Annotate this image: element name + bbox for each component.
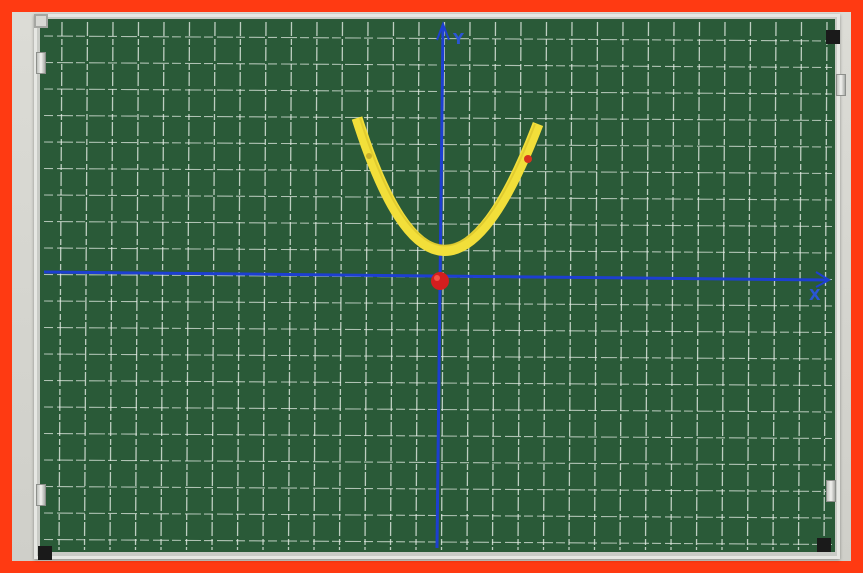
grid-line-vertical: [670, 21, 675, 551]
grid-line-vertical: [287, 21, 293, 551]
grid-line-vertical: [109, 21, 114, 551]
grid-line-vertical: [211, 21, 216, 551]
magnet-vertex: [431, 272, 449, 290]
grid-line-vertical: [466, 21, 471, 551]
corner-bracket-top-right: [826, 30, 840, 44]
grid-line-horizontal: [43, 114, 833, 122]
grid-line-vertical: [313, 21, 318, 551]
wall-clip-bottom-right: [826, 480, 836, 502]
grid-line-horizontal: [43, 167, 833, 175]
wall-clip-top-right: [836, 74, 846, 96]
grid-line-horizontal: [43, 485, 833, 493]
grid-line-vertical: [568, 21, 573, 551]
grid-line-vertical: [772, 21, 777, 551]
magnet-highlight: [434, 275, 440, 281]
grid-line-horizontal: [43, 406, 833, 413]
grid-line-vertical: [823, 21, 828, 551]
grid-line-vertical: [160, 21, 165, 551]
grid-line-horizontal: [43, 432, 833, 440]
grid-line-vertical: [491, 21, 497, 551]
grid-line-vertical: [440, 21, 446, 551]
magnet-right: [524, 155, 532, 163]
grid-line-vertical: [58, 21, 63, 551]
parabola-strip: [351, 116, 544, 256]
grid-line-horizontal: [43, 35, 833, 42]
grid-line-horizontal: [43, 141, 833, 148]
wall-clip-top-left: [36, 52, 46, 74]
grid-line-vertical: [338, 21, 344, 551]
grid-line-vertical: [746, 21, 752, 551]
grid-line-horizontal: [43, 88, 833, 95]
grid-line-vertical: [721, 21, 726, 551]
grid-line-horizontal: [43, 459, 833, 466]
grid-lines: [43, 21, 833, 551]
grid-line-vertical: [644, 21, 650, 551]
grid-line-vertical: [517, 21, 522, 551]
grid-line-vertical: [619, 21, 624, 551]
grid-line-vertical: [695, 21, 701, 551]
grid-line-horizontal: [43, 194, 833, 201]
grid-line-horizontal: [43, 538, 833, 546]
grid-line-vertical: [83, 21, 89, 551]
magnet-left: [366, 153, 372, 159]
grid-line-vertical: [593, 21, 599, 551]
corner-bracket-bottom-left: [38, 546, 52, 560]
grid-line-vertical: [262, 21, 267, 551]
grid-line-horizontal: [43, 353, 833, 360]
grid-line-vertical: [134, 21, 140, 551]
grid-line-vertical: [389, 21, 395, 551]
grid-line-vertical: [236, 21, 242, 551]
grid-line-vertical: [185, 21, 191, 551]
grid-line-horizontal: [43, 220, 833, 228]
grid-line-horizontal: [43, 512, 833, 519]
grid-line-vertical: [364, 21, 369, 551]
grid-line-horizontal: [43, 326, 833, 334]
grid-line-horizontal: [43, 61, 833, 69]
y-axis-label: Y: [453, 30, 464, 48]
x-axis-arrow: [815, 271, 832, 288]
grid-line-horizontal: [43, 300, 833, 307]
grid-line-vertical: [415, 21, 420, 551]
parabola-strip-shade: [359, 117, 536, 247]
grid-line-vertical: [542, 21, 548, 551]
x-axis-label: X: [809, 286, 821, 304]
y-axis-arrow: [436, 21, 450, 41]
wall-clip-bottom-left: [36, 484, 46, 506]
grid-line-vertical: [797, 21, 803, 551]
corner-bracket-bottom-right: [817, 538, 831, 552]
grid-line-horizontal: [43, 379, 833, 387]
grid-line-horizontal: [43, 247, 833, 254]
corner-bracket-top-left: [34, 14, 48, 28]
